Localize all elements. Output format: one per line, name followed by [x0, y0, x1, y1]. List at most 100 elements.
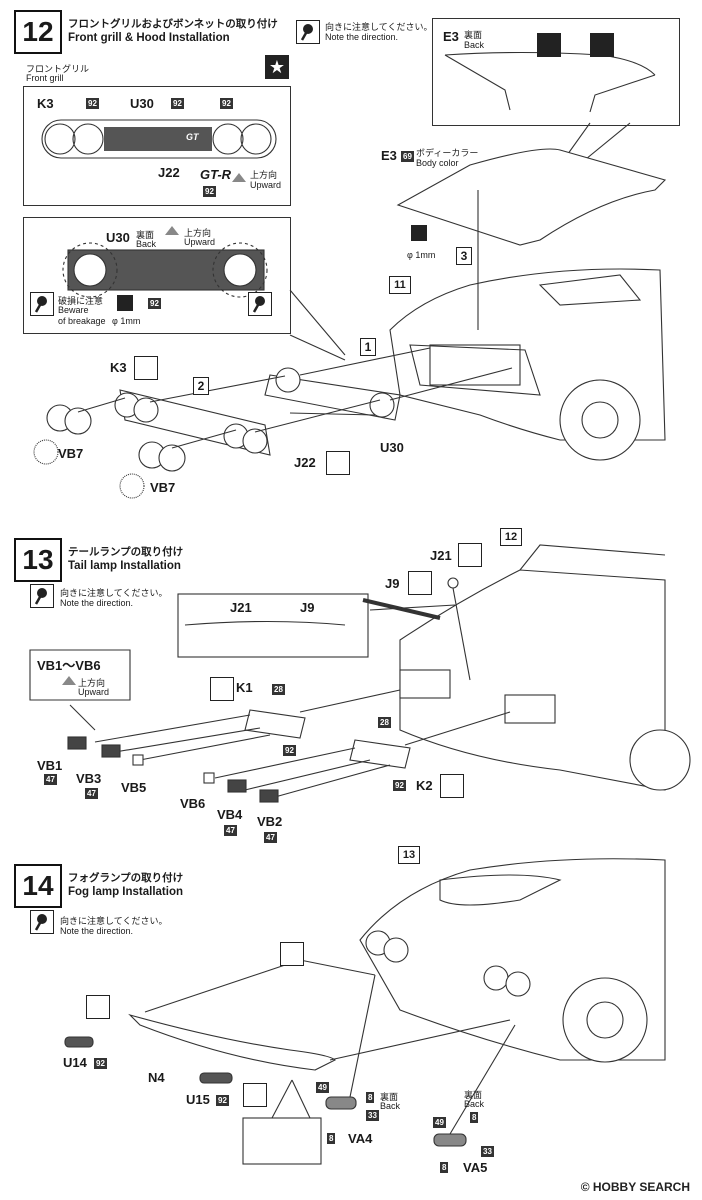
cut-icon: [458, 543, 482, 567]
paint-8: 8: [327, 1133, 336, 1144]
callout-3: 3: [456, 247, 472, 265]
label-j22: J22: [158, 165, 180, 180]
break-en2: of breakage: [58, 316, 106, 326]
grill-lamp-3: [212, 123, 244, 155]
upward-en: Upward: [184, 237, 216, 247]
drill-icon: [117, 295, 133, 311]
back-jp: 裏面: [380, 1092, 399, 1102]
step12-note-jp: 向きに注意してください。: [325, 22, 433, 32]
label-va4: VA4: [348, 1131, 373, 1146]
cut-icon: [326, 451, 350, 475]
step14-title-en: Fog lamp Installation: [68, 886, 184, 898]
step-number-12: 12: [14, 10, 62, 54]
step12-title-en: Front grill & Hood Installation: [68, 32, 230, 44]
label-vb1: VB1: [37, 758, 63, 773]
breakage-warning-icon: [30, 292, 54, 316]
label-vb-range: VB1～VB6: [37, 658, 101, 673]
label-k3-exploded: K3: [110, 360, 127, 375]
paint-47: 47: [44, 774, 57, 785]
break-jp: 破損に注意: [58, 296, 104, 306]
paint-92: 92: [171, 98, 184, 109]
decal-icon: [537, 33, 561, 57]
phi-1mm-hood: φ 1mm: [407, 250, 436, 260]
paint-33: 33: [366, 1110, 379, 1121]
direction-note-icon: [30, 584, 54, 608]
back-en: Back: [380, 1101, 401, 1111]
watermark: © HOBBY SEARCH: [581, 1180, 690, 1194]
label-k3: K3: [37, 96, 54, 111]
grill-mesh: [104, 127, 212, 151]
body-color-en: Body color: [416, 158, 459, 168]
label-j22-exploded: J22: [294, 455, 316, 470]
label-e3-hood: E3: [381, 148, 397, 163]
grill-lamp-4: [240, 123, 272, 155]
back-en: Back: [136, 239, 157, 249]
label-vb3: VB3: [76, 771, 102, 786]
paint-33: 33: [481, 1146, 494, 1157]
brand-name: HOBBY SEARCH: [592, 1180, 690, 1194]
star-icon: ★: [265, 55, 289, 79]
cut-icon: [280, 942, 304, 966]
grill-label-jp: フロントグリル: [26, 64, 90, 74]
decal-icon: [590, 33, 614, 57]
callout-2: 2: [193, 377, 209, 395]
paint-49: 49: [316, 1082, 329, 1093]
paint-92: 92: [393, 780, 406, 791]
step14-note-en: Note the direction.: [60, 926, 134, 936]
paint-69: 69: [401, 151, 414, 162]
grill-label-en: Front grill: [26, 73, 64, 83]
grill-outline: [41, 119, 277, 159]
up-arrow-icon: [165, 226, 179, 235]
label-u14: U14: [63, 1055, 87, 1070]
body-color-jp: ボディーカラー: [416, 148, 479, 158]
breakage-warning-icon: [248, 292, 272, 316]
direction-note-icon: [30, 910, 54, 934]
step12-note-en: Note the direction.: [325, 32, 399, 42]
upward-en: Upward: [250, 180, 282, 190]
direction-note-icon: [296, 20, 320, 44]
grill-lamp-1: [44, 123, 76, 155]
step-number-13: 13: [14, 538, 62, 582]
back-jp: 裏面: [136, 230, 155, 240]
label-j9-detail: J9: [300, 600, 315, 615]
back-jp: 裏面: [464, 30, 483, 40]
copyright-mark: ©: [580, 1180, 590, 1194]
cut-icon: [86, 995, 110, 1019]
hood-back-box: [432, 18, 680, 126]
back-en: Back: [464, 40, 485, 50]
label-u30-exploded: U30: [380, 440, 404, 455]
step14-title-jp: フォグランプの取り付け: [68, 872, 184, 884]
gtr-emblem: GT-R: [200, 167, 232, 182]
label-va5: VA5: [463, 1160, 488, 1175]
paint-28: 28: [272, 684, 285, 695]
gt-emblem: GT: [186, 132, 199, 142]
ref-step-11: 11: [389, 276, 411, 294]
label-u30-back: U30: [106, 230, 130, 245]
cut-icon: [243, 1083, 267, 1107]
label-k1: K1: [236, 680, 253, 695]
upward-jp: 上方向: [250, 170, 278, 180]
cut-icon: [210, 677, 234, 701]
label-u30: U30: [130, 96, 154, 111]
paint-47: 47: [224, 825, 237, 836]
callout-1: 1: [360, 338, 376, 356]
drill-icon: [411, 225, 427, 241]
paint-92: 92: [86, 98, 99, 109]
step13-title-en: Tail lamp Installation: [68, 560, 181, 572]
paint-28: 28: [378, 717, 391, 728]
back-en: Back: [464, 1099, 485, 1109]
paint-92: 92: [203, 186, 216, 197]
paint-8: 8: [366, 1092, 375, 1103]
cut-icon: [134, 356, 158, 380]
paint-92: 92: [283, 745, 296, 756]
step12-title-jp: フロントグリルおよびボンネットの取り付け: [68, 18, 278, 30]
label-vb5: VB5: [121, 780, 147, 795]
label-vb7: VB7: [58, 446, 84, 461]
label-j21-detail: J21: [230, 600, 252, 615]
back-jp: 裏面: [464, 1090, 483, 1100]
grill-lamp-2: [72, 123, 104, 155]
break-en1: Beware: [58, 305, 89, 315]
paint-8: 8: [440, 1162, 449, 1173]
paint-92: 92: [94, 1058, 107, 1069]
cut-icon: [440, 774, 464, 798]
